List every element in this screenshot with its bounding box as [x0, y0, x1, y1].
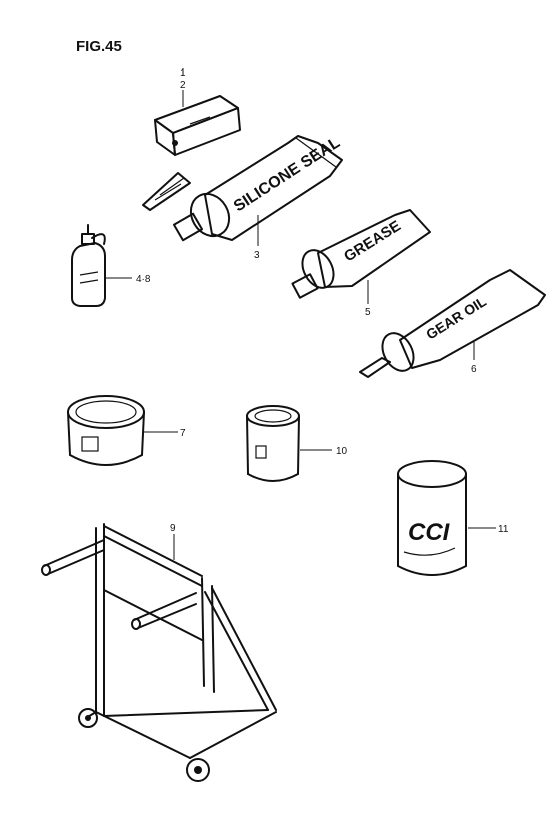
callout-4-8: 4·8: [136, 274, 151, 285]
callout-10: 10: [336, 446, 348, 457]
part-oil-can: CCI: [397, 460, 467, 576]
part-motor-stand: [41, 523, 277, 782]
callout-6: 6: [471, 364, 477, 375]
part-silicone-seal-tube: SILICONE SEAL: [142, 134, 343, 242]
callout-7: 7: [180, 428, 186, 439]
callout-11: 11: [498, 524, 509, 535]
part-gear-oil-tube: GEAR OIL: [359, 269, 546, 378]
figure-title: FIG.45: [76, 38, 122, 55]
part-box: [154, 95, 241, 156]
callout-1: 1: [180, 68, 186, 79]
callout-2: 2: [180, 80, 186, 91]
tube5-brand-text: GREASE: [341, 217, 404, 265]
part-grease-tube: GREASE: [291, 209, 431, 299]
part-flat-tin: [67, 395, 145, 466]
callout-9: 9: [170, 523, 176, 534]
callout-5: 5: [365, 307, 371, 318]
callout-3: 3: [254, 250, 260, 261]
part-small-bottle: [71, 224, 106, 307]
part-small-can: [246, 405, 300, 482]
can11-brand-text: CCI: [408, 519, 451, 546]
